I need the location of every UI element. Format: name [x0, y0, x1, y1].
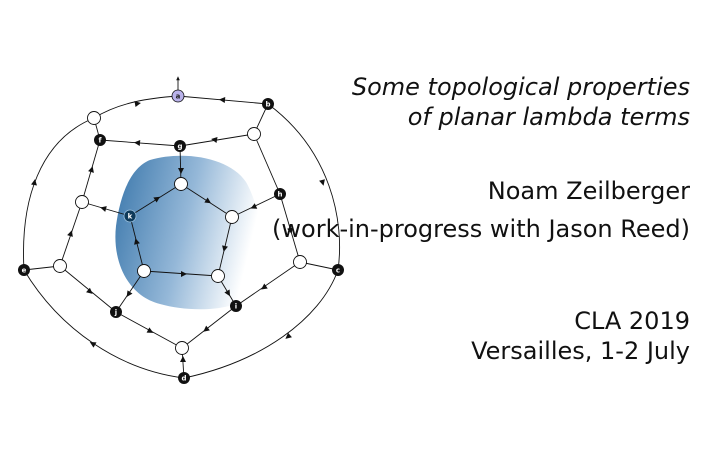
venue-block: CLA 2019 Versailles, 1-2 July: [471, 306, 690, 366]
node-h: h: [274, 188, 286, 200]
node: [225, 210, 239, 224]
node: [87, 111, 101, 125]
arrowhead: [88, 166, 94, 173]
conference-name: CLA 2019: [574, 307, 690, 335]
edge: [59, 265, 117, 313]
arrowhead: [178, 168, 184, 174]
arrowhead: [134, 101, 141, 107]
node: [247, 127, 261, 141]
author-block: Noam Zeilberger (work-in-progress with J…: [272, 176, 690, 244]
node-b: b: [262, 98, 274, 110]
edge-arrowheads: [31, 97, 325, 362]
unlabeled-nodes: [53, 111, 307, 355]
slide-title: Some topological properties of planar la…: [352, 72, 690, 132]
conference-place-date: Versailles, 1-2 July: [471, 337, 690, 365]
arrowhead: [224, 289, 230, 297]
node-a: a: [171, 89, 185, 103]
arrowhead: [181, 271, 187, 277]
arrowhead: [89, 342, 97, 348]
svg-text:a: a: [176, 93, 181, 101]
node-e: e: [18, 264, 30, 276]
node-f: f: [94, 134, 106, 146]
svg-text:d: d: [181, 375, 186, 383]
edge: [181, 305, 237, 349]
node-g: g: [174, 140, 186, 152]
arrowhead: [126, 290, 133, 297]
svg-text:j: j: [114, 309, 117, 317]
svg-text:c: c: [336, 267, 340, 275]
node: [293, 255, 307, 269]
arrowhead: [250, 203, 258, 209]
arrowhead: [153, 196, 161, 203]
svg-text:f: f: [98, 137, 102, 145]
node: [211, 269, 225, 283]
arrowhead: [86, 287, 93, 294]
node: [174, 177, 188, 191]
arrowhead: [134, 140, 141, 146]
node-j: j: [110, 306, 122, 318]
arrowhead: [285, 332, 292, 339]
edge: [115, 270, 145, 313]
node: [175, 341, 189, 355]
arrowhead: [319, 179, 325, 186]
arrowhead: [134, 238, 140, 245]
edge: [231, 193, 281, 218]
arrowhead: [180, 356, 186, 362]
arrowhead: [204, 197, 212, 204]
arrowhead: [67, 230, 73, 237]
svg-text:i: i: [235, 303, 237, 311]
edge: [93, 95, 179, 119]
node-k: k: [123, 209, 137, 223]
svg-text:k: k: [128, 213, 133, 221]
title-line-1: Some topological properties: [351, 73, 690, 101]
node-i: i: [230, 300, 242, 312]
edge: [23, 117, 95, 271]
svg-text:e: e: [22, 267, 27, 275]
arrowhead: [211, 137, 218, 143]
author-name: Noam Zeilberger: [487, 177, 690, 205]
svg-text:b: b: [265, 101, 270, 109]
arrowhead: [219, 97, 226, 103]
svg-text:g: g: [177, 143, 182, 151]
edge: [235, 261, 301, 307]
node: [137, 264, 151, 278]
node-c: c: [332, 264, 344, 276]
arrowhead: [203, 325, 210, 332]
arrowhead: [100, 206, 107, 212]
arrowhead: [261, 283, 268, 290]
title-line-2: of planar lambda terms: [407, 103, 690, 131]
node: [75, 195, 89, 209]
highlighted-face-region: [115, 155, 263, 310]
node: [53, 259, 67, 273]
node-d: d: [178, 372, 190, 384]
arrowhead: [31, 179, 37, 186]
svg-text:h: h: [278, 191, 283, 199]
edge: [253, 133, 281, 195]
arrowhead: [146, 327, 154, 333]
arrowhead: [287, 227, 293, 234]
edge: [267, 103, 341, 271]
edge: [183, 269, 339, 379]
arrowhead: [222, 245, 228, 252]
coauthor-note: (work-in-progress with Jason Reed): [272, 215, 690, 243]
lambda-term-map-diagram: a b c d e f g: [18, 76, 344, 384]
